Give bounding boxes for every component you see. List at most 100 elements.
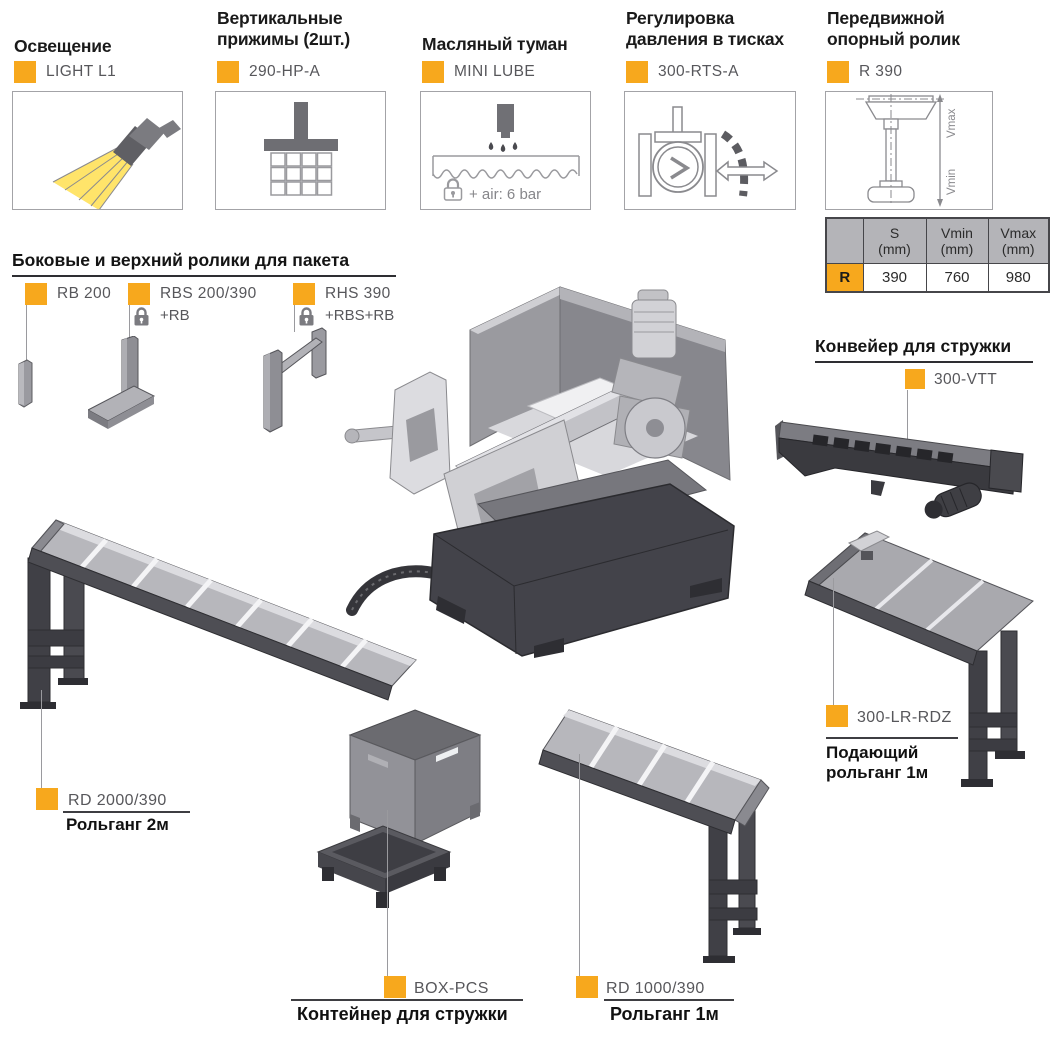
clamps-code-swatch — [217, 61, 239, 83]
clamp-icon — [264, 102, 338, 196]
panel-roller-title-line1: Передвижной — [827, 8, 945, 28]
spec-header-row: S(mm) Vmin(mm) Vmax(mm) — [825, 217, 1050, 264]
rd2000-leader-line — [41, 690, 42, 788]
vise-code: 300-RTS-A — [658, 63, 739, 80]
lr-rdz-underline — [826, 737, 958, 739]
panel-vise-title-line2: давления в тисках — [626, 29, 784, 49]
rhs-swatch — [293, 283, 315, 305]
support-roller-diagram: Vmax Vmin — [856, 94, 958, 207]
double-arrow-icon — [715, 160, 779, 182]
conveyor-motor-icon — [924, 482, 982, 519]
rd1000-swatch — [576, 976, 598, 998]
panel-mist-title-line: Масляный туман — [422, 34, 568, 54]
side-rollers-section-title: Боковые и верхний ролики для пакета — [12, 250, 396, 277]
rd1000-caption: Рольганг 1м — [610, 1004, 719, 1024]
rbs-code: RBS 200/390 — [160, 285, 257, 302]
light-icon-box — [12, 91, 183, 210]
spec-col-s: S(mm) — [862, 217, 927, 264]
spec-data-row: R 390 760 980 — [825, 263, 1050, 293]
lr-rdz-caption-line1: Подающий — [826, 743, 919, 762]
lr-rdz-leader-line — [833, 578, 834, 705]
spec-col-vmin: Vmin(mm) — [925, 217, 989, 264]
rb200-swatch — [25, 283, 47, 305]
spec-value-vmin: 760 — [925, 263, 989, 293]
rd2000-underline — [63, 811, 190, 813]
rd2000-code: RD 2000/390 — [68, 792, 167, 809]
lock-icon — [298, 306, 315, 327]
panel-light-title-line: Освещение — [14, 36, 112, 56]
box-underline — [291, 999, 523, 1001]
panel-clamps-title-line2: прижимы (2шт.) — [217, 29, 351, 49]
rd2000-swatch — [36, 788, 58, 810]
oil-mist-icon: + air: 6 bar — [432, 104, 580, 203]
clamps-code: 290-HP-A — [249, 63, 321, 80]
rd1000-code: RD 1000/390 — [606, 980, 705, 997]
panel-roller-title: Передвижной опорный ролик — [827, 8, 960, 50]
rbs-roller-drawing — [88, 336, 158, 436]
lr-rdz-swatch — [826, 705, 848, 727]
spec-corner-cell — [825, 217, 864, 264]
lock-icon — [443, 178, 463, 201]
panel-vise-title: Регулировка давления в тисках — [626, 8, 784, 50]
box-caption: Контейнер для стружки — [297, 1004, 508, 1024]
panel-clamps-title: Вертикальные прижимы (2шт.) — [217, 8, 350, 50]
box-code: BOX-PCS — [414, 980, 489, 997]
rd1000-conveyor-drawing — [533, 700, 773, 968]
mist-code-swatch — [422, 61, 444, 83]
box-swatch — [384, 976, 406, 998]
lamp-icon — [52, 118, 181, 209]
lr-rdz-caption: Подающий рольганг 1м — [826, 743, 928, 783]
rhs-extra: +RBS+RB — [325, 307, 395, 324]
vtt-leader-line — [907, 390, 908, 447]
mist-code: MINI LUBE — [454, 63, 536, 80]
vise-code-swatch — [626, 61, 648, 83]
rb200-code: RB 200 — [57, 285, 112, 302]
roller-icon-box: Vmax Vmin — [825, 91, 993, 210]
rd2000-caption: Рольганг 2м — [66, 815, 169, 834]
mist-icon-box: + air: 6 bar — [420, 91, 591, 210]
panel-mist-title: Масляный туман — [422, 34, 568, 55]
panel-vise-title-line1: Регулировка — [626, 8, 735, 28]
rd1000-underline — [604, 999, 734, 1001]
vmin-label: Vmin — [946, 169, 958, 195]
spec-value-vmax: 980 — [987, 263, 1050, 293]
roller-spec-table: S(mm) Vmin(mm) Vmax(mm) R 390 760 980 — [825, 217, 1050, 293]
roller-code: R 390 — [859, 63, 903, 80]
rhs-code: RHS 390 — [325, 285, 391, 302]
rbs-extra: +RB — [160, 307, 190, 324]
spec-row-key: R — [825, 263, 864, 293]
lr-rdz-conveyor-drawing — [793, 523, 1055, 791]
panel-clamps-title-line1: Вертикальные — [217, 8, 343, 28]
vtt-code: 300-VTT — [934, 371, 998, 388]
air-note: + air: 6 bar — [469, 186, 541, 203]
bandsaw-machine-drawing — [338, 278, 758, 670]
rhs-leader-line — [294, 305, 295, 332]
rb200-roller-drawing — [13, 358, 39, 410]
rb200-leader-line — [26, 305, 27, 361]
spec-col-vmax: Vmax(mm) — [987, 217, 1050, 264]
oil-drops-icon — [488, 142, 518, 152]
rhs-roller-drawing — [258, 326, 330, 436]
chip-conveyor-section-title: Конвейер для стружки — [815, 336, 1033, 363]
vmax-label: Vmax — [946, 108, 958, 138]
light-code: LIGHT L1 — [46, 63, 117, 80]
box-leader-line — [387, 810, 388, 977]
rd1000-leader-line — [579, 754, 580, 976]
roller-code-swatch — [827, 61, 849, 83]
lr-rdz-caption-line2: рольганг 1м — [826, 763, 929, 782]
chip-box-drawing — [308, 702, 493, 947]
vise-icon-box — [624, 91, 796, 210]
rbs-leader-line — [129, 305, 130, 340]
vtt-swatch — [905, 369, 925, 389]
panel-roller-title-line2: опорный ролик — [827, 29, 960, 49]
panel-light-title: Освещение — [14, 36, 112, 57]
rbs-swatch — [128, 283, 150, 305]
light-code-swatch — [14, 61, 36, 83]
chip-pallet-icon — [316, 825, 452, 908]
clamps-icon-box — [215, 91, 386, 210]
chip-conveyor-drawing — [775, 396, 1059, 524]
lock-icon — [133, 306, 150, 327]
rd2000-conveyor-drawing — [12, 512, 437, 712]
spec-value-s: 390 — [862, 263, 927, 293]
